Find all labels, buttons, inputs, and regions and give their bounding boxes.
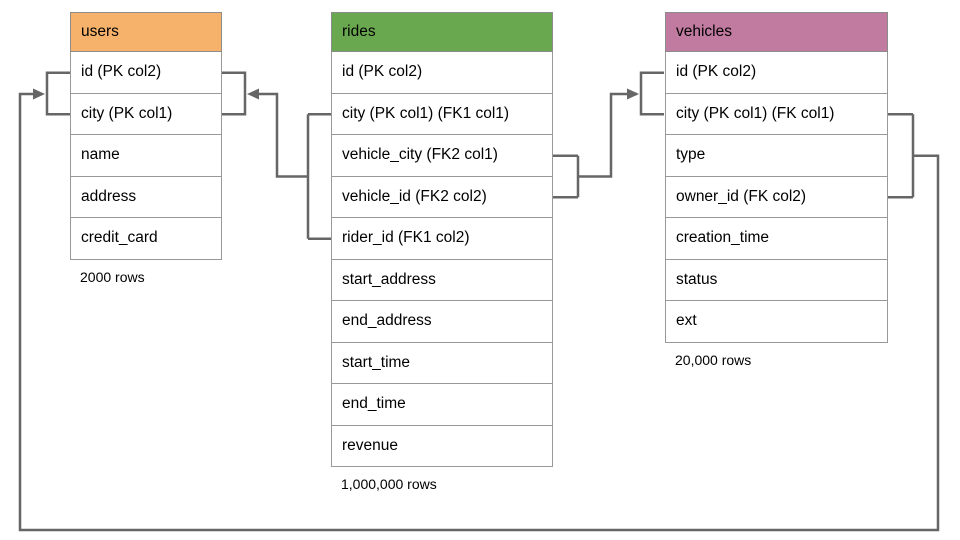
table-row: city (PK col1) xyxy=(70,93,222,135)
table-row: id (PK col2) xyxy=(70,52,222,94)
table-row: status xyxy=(665,259,888,301)
table-row: ext xyxy=(665,301,888,343)
fk-bracket-rides-right xyxy=(553,154,580,199)
connector-rides-to-vehicles xyxy=(553,71,664,199)
arrow-head-icon xyxy=(247,88,259,100)
relationship-line xyxy=(578,92,637,178)
table-row: vehicle_city (FK2 col1) xyxy=(331,135,553,177)
table-row: end_time xyxy=(331,384,553,426)
fk-bracket-vehicles-right xyxy=(888,113,915,199)
table-row: creation_time xyxy=(665,218,888,260)
table-row: city (PK col1) (FK1 col1) xyxy=(331,93,553,135)
table-row: start_time xyxy=(331,342,553,384)
table-title: users xyxy=(81,23,119,40)
table-header-vehicles: vehicles xyxy=(665,12,888,52)
table-rows: id (PK col2)city (PK col1) (FK1 col1)veh… xyxy=(331,52,553,467)
table-header-rides: rides xyxy=(331,12,553,52)
table-row: address xyxy=(70,176,222,218)
table-title: vehicles xyxy=(676,23,732,40)
arrow-head-icon xyxy=(627,88,639,100)
row-count-label: 1,000,000 rows xyxy=(341,476,437,492)
table-row: name xyxy=(70,135,222,177)
table-row: id (PK col2) xyxy=(665,52,888,94)
relationship-line xyxy=(250,92,308,178)
table-rows: id (PK col2)city (PK col1) (FK col1)type… xyxy=(665,52,888,343)
table-row: type xyxy=(665,135,888,177)
table-row: id (PK col2) xyxy=(331,52,553,94)
table-row: end_address xyxy=(331,301,553,343)
table-row: start_address xyxy=(331,259,553,301)
db-table-vehicles: vehicles id (PK col2)city (PK col1) (FK … xyxy=(665,12,888,368)
row-count-label: 2000 rows xyxy=(80,268,145,285)
table-row: credit_card xyxy=(70,218,222,260)
table-row: vehicle_id (FK2 col2) xyxy=(331,176,553,218)
table-row: revenue xyxy=(331,425,553,467)
pk-bracket-vehicles-left xyxy=(639,71,664,116)
row-count-label: 20,000 rows xyxy=(675,351,752,368)
pk-bracket-users-left xyxy=(45,71,70,116)
table-header-users: users xyxy=(70,12,222,52)
fk-bracket-rides-left xyxy=(306,113,331,240)
table-title: rides xyxy=(342,23,376,40)
connector-rides-to-users xyxy=(222,71,331,240)
arrow-head-icon xyxy=(33,88,45,100)
pk-bracket-users-right xyxy=(222,71,247,116)
table-row: rider_id (FK1 col2) xyxy=(331,218,553,260)
table-row: owner_id (FK col2) xyxy=(665,176,888,218)
db-table-rides: rides id (PK col2)city (PK col1) (FK1 co… xyxy=(331,12,553,492)
table-row: city (PK col1) (FK col1) xyxy=(665,93,888,135)
